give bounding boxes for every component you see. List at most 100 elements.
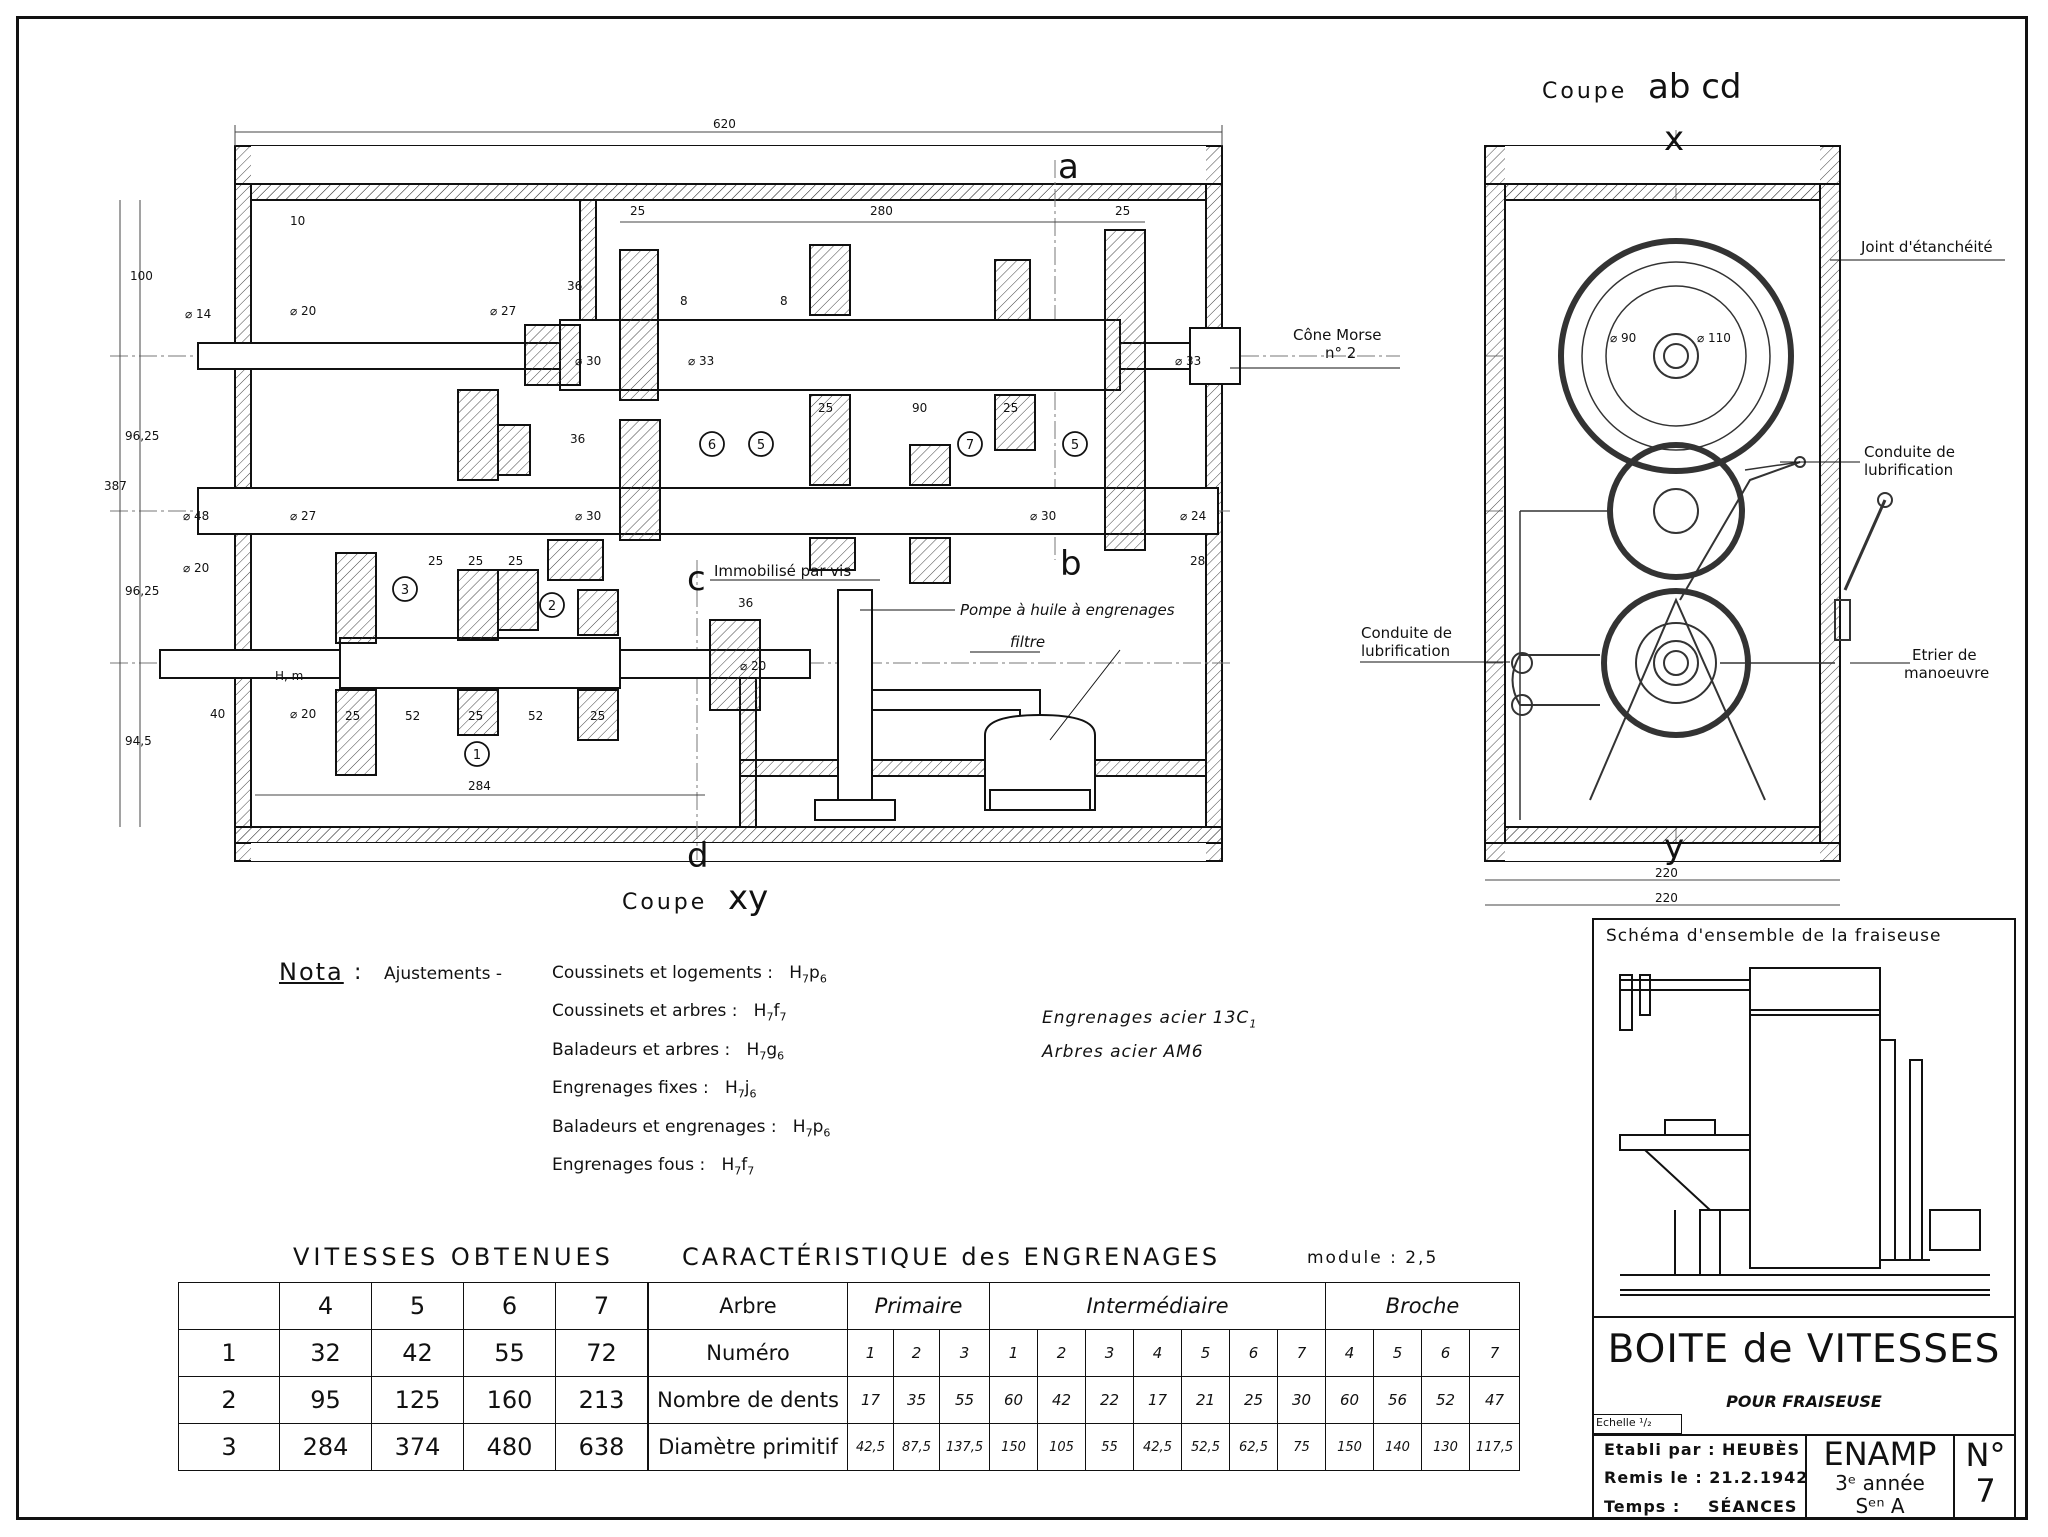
dim-hm: H, m bbox=[275, 669, 303, 683]
coupe-abcd-prefix: Coupe bbox=[1542, 79, 1627, 104]
gear-circles-abcd bbox=[1511, 238, 1893, 820]
table-cell: 87,5 bbox=[893, 1423, 940, 1471]
label-etrier-2: manoeuvre bbox=[1904, 664, 1989, 682]
dim-220a: 220 bbox=[1655, 866, 1678, 880]
dim-620: 620 bbox=[713, 117, 736, 131]
table-cell: 5 bbox=[1181, 1329, 1230, 1377]
svg-text:3: 3 bbox=[401, 583, 409, 598]
school-section: Sᵉⁿ A bbox=[1855, 1494, 1905, 1518]
row-label-numero: Numéro bbox=[648, 1329, 848, 1377]
dim-100: 100 bbox=[130, 269, 153, 283]
dim-36c: 36 bbox=[738, 596, 753, 610]
milling-machine-schematic bbox=[1619, 967, 1990, 1296]
table-cell: 117,5 bbox=[1469, 1423, 1520, 1471]
table-cell: 140 bbox=[1373, 1423, 1422, 1471]
coupe-xy-prefix: Coupe bbox=[622, 890, 707, 915]
table-cell: 2 bbox=[1037, 1329, 1086, 1377]
nota-colon: : bbox=[354, 960, 362, 985]
fit-line-3: Baladeurs et arbres : H7g6 bbox=[552, 1039, 785, 1063]
table-cell: 75 bbox=[1277, 1423, 1326, 1471]
callout-3: 3 bbox=[392, 576, 418, 602]
table-cell: 105 bbox=[1037, 1423, 1086, 1471]
table-cell: 55 bbox=[1085, 1423, 1134, 1471]
echelle-box bbox=[1592, 1414, 1682, 1434]
dim-o33a: ⌀ 33 bbox=[688, 354, 714, 368]
leader-lines bbox=[710, 259, 2005, 741]
fit-line-1: Coussinets et logements : H7p6 bbox=[552, 963, 827, 986]
table-row: 4 5 6 7 bbox=[178, 1282, 648, 1330]
dim-25d: 25 bbox=[1003, 401, 1018, 415]
subtitle: POUR FRAISEUSE bbox=[1726, 1392, 1882, 1411]
fit-line-4: Engrenages fixes : H7j6 bbox=[552, 1078, 757, 1101]
table-cell: 30 bbox=[1277, 1376, 1326, 1424]
fit-line-2: Coussinets et arbres : H7f7 bbox=[552, 1001, 787, 1024]
dim-8b: 8 bbox=[780, 294, 788, 308]
row-label-dents: Nombre de dents bbox=[648, 1376, 848, 1424]
table-cell: 5 bbox=[371, 1282, 464, 1330]
table-cell: 1 bbox=[178, 1329, 280, 1377]
table-cell: 6 bbox=[463, 1282, 556, 1330]
dim-o27b: ⌀ 27 bbox=[290, 509, 316, 523]
table-cell: 62,5 bbox=[1229, 1423, 1278, 1471]
table-cell: 638 bbox=[555, 1423, 648, 1471]
gear-callouts: 6 5 7 5 3 2 1 bbox=[392, 431, 1088, 767]
echelle-label: Echelle ¹/₂ bbox=[1596, 1416, 1652, 1429]
dim-o110: ⌀ 110 bbox=[1697, 331, 1731, 345]
table-cell: 5 bbox=[1373, 1329, 1422, 1377]
table-cell: 3 bbox=[1085, 1329, 1134, 1377]
table-cell: 32 bbox=[279, 1329, 372, 1377]
dim-25g: 25 bbox=[508, 554, 523, 568]
label-conduite-right-1: Conduite de bbox=[1864, 443, 1955, 461]
svg-text:5: 5 bbox=[757, 438, 765, 453]
table-cell: 125 bbox=[371, 1376, 464, 1424]
coupe-xy-letters: xy bbox=[728, 878, 768, 918]
table-cell: 47 bbox=[1469, 1376, 1520, 1424]
drawing-number-label: N° bbox=[1965, 1436, 2006, 1474]
table-cell: 22 bbox=[1085, 1376, 1134, 1424]
dim-o27a: ⌀ 27 bbox=[490, 304, 516, 318]
gears-xy bbox=[335, 229, 1146, 776]
table-cell: 213 bbox=[555, 1376, 648, 1424]
table-cell: 42 bbox=[371, 1329, 464, 1377]
callout-6: 6 bbox=[699, 431, 725, 457]
table-cell: 1 bbox=[989, 1329, 1038, 1377]
header-intermediaire: Intermédiaire bbox=[989, 1282, 1326, 1330]
school-panel bbox=[1805, 1434, 1955, 1520]
engrenages-table: Arbre Primaire Intermédiaire Broche Numé… bbox=[648, 1282, 1520, 1471]
table-cell: 7 bbox=[1469, 1329, 1520, 1377]
svg-text:6: 6 bbox=[708, 438, 716, 453]
vitesses-table: 4 5 6 7 1 32 42 55 72 2 95 125 160 213 3… bbox=[178, 1282, 648, 1471]
dim-o20d: ⌀ 20 bbox=[290, 707, 316, 721]
label-filtre: filtre bbox=[1010, 633, 1045, 651]
dim-280: 280 bbox=[870, 204, 893, 218]
callout-1: 1 bbox=[464, 741, 490, 767]
dim-o24: ⌀ 24 bbox=[1180, 509, 1206, 523]
module-label: module : 2,5 bbox=[1307, 1248, 1439, 1268]
dim-25j: 25 bbox=[590, 709, 605, 723]
dim-25e: 25 bbox=[428, 554, 443, 568]
label-cone-morse: Cône Morse bbox=[1293, 326, 1381, 344]
dim-o14: ⌀ 14 bbox=[185, 307, 211, 321]
table-cell: 42 bbox=[1037, 1376, 1086, 1424]
table-cell: 21 bbox=[1181, 1376, 1230, 1424]
dim-40: 40 bbox=[210, 707, 225, 721]
dim-96-25b: 96,25 bbox=[125, 584, 159, 598]
table-cell: 3 bbox=[939, 1329, 990, 1377]
table-row: Arbre Primaire Intermédiaire Broche bbox=[648, 1282, 1520, 1330]
engrenages-title: CARACTÉRISTIQUE des ENGRENAGES bbox=[682, 1243, 1221, 1271]
table-cell: 56 bbox=[1373, 1376, 1422, 1424]
table-cell: 374 bbox=[371, 1423, 464, 1471]
dim-28: 28 bbox=[1190, 554, 1205, 568]
temps-value: SÉANCES bbox=[1708, 1497, 1798, 1516]
dim-25b: 25 bbox=[1115, 204, 1130, 218]
dim-o30c: ⌀ 30 bbox=[1030, 509, 1056, 523]
dim-o48: ⌀ 48 bbox=[183, 509, 209, 523]
table-row: 1 32 42 55 72 bbox=[178, 1329, 648, 1377]
dim-o20a: ⌀ 20 bbox=[290, 304, 316, 318]
dim-10: 10 bbox=[290, 214, 305, 228]
material-gears: Engrenages acier 13C1 bbox=[1042, 1008, 1258, 1031]
housing-abcd bbox=[1484, 145, 1841, 862]
table-row: 2 95 125 160 213 bbox=[178, 1376, 648, 1424]
dim-36b: 36 bbox=[570, 432, 585, 446]
dim-o33b: ⌀ 33 bbox=[1175, 354, 1201, 368]
